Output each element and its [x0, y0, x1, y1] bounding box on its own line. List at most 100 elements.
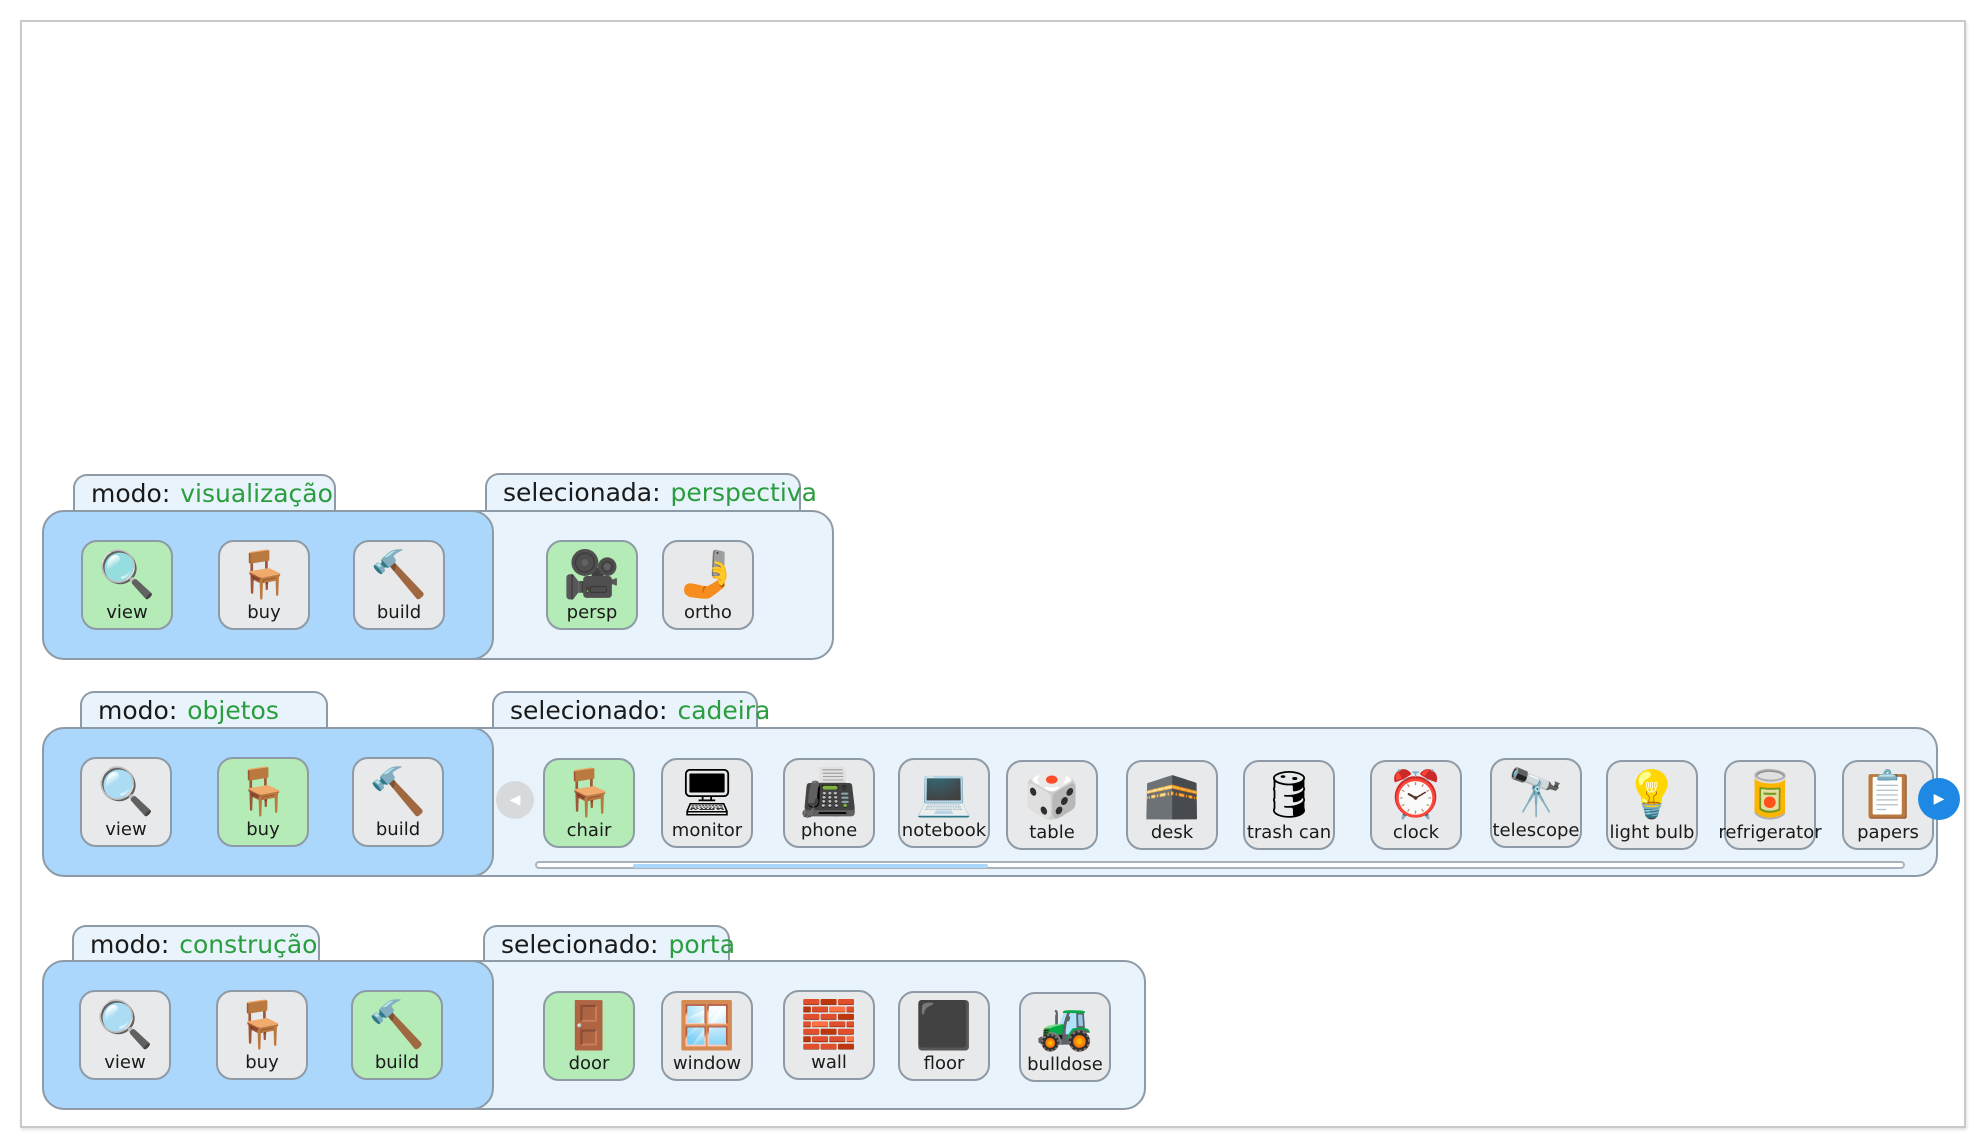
button-label: buy — [245, 1052, 279, 1073]
item-label: window — [672, 1053, 742, 1074]
scroll-right-button[interactable]: ▶ — [1918, 778, 1960, 820]
selfie-arm-icon: 🤳 — [679, 547, 737, 601]
button-label: ortho — [684, 602, 732, 623]
selected-prefix: selecionada: — [503, 478, 661, 507]
mode-value: objetos — [187, 696, 279, 725]
canvas-frame — [20, 20, 1966, 1128]
selected-value: perspectiva — [670, 478, 817, 507]
mode-label: modo:visualização — [73, 474, 336, 512]
dice-icon: 🎲 — [1023, 767, 1081, 821]
scrollbar-thumb[interactable] — [633, 864, 988, 868]
canned-food-icon: 🥫 — [1741, 767, 1799, 821]
item-desk[interactable]: 🕋 desk — [1126, 760, 1218, 850]
button-label: build — [375, 819, 421, 840]
hammer-icon: 🔨 — [369, 764, 427, 818]
item-telescope[interactable]: 🔭 telescope — [1490, 758, 1582, 848]
magnifier-icon: 🔍 — [98, 547, 156, 601]
build-mode-button[interactable]: 🔨 build — [352, 757, 444, 847]
item-label: clock — [1392, 822, 1440, 843]
brick-icon: 🧱 — [800, 997, 858, 1051]
item-label: monitor — [671, 820, 743, 841]
alarm-clock-icon: ⏰ — [1387, 767, 1445, 821]
buy-mode-button[interactable]: 🪑 buy — [216, 990, 308, 1080]
scroll-left-button[interactable]: ◀ — [496, 781, 534, 819]
door-icon: 🚪 — [560, 998, 618, 1052]
item-door[interactable]: 🚪 door — [543, 991, 635, 1081]
item-label: wall — [811, 1052, 847, 1073]
selected-label: selecionada: perspectiva — [485, 473, 817, 511]
selected-label: selecionado: cadeira — [492, 691, 770, 729]
item-label: notebook — [901, 820, 987, 841]
item-label: telescope — [1492, 820, 1580, 841]
item-notebook[interactable]: 💻 notebook — [898, 758, 990, 848]
tractor-icon: 🚜 — [1036, 999, 1094, 1053]
mode-label: modo: objetos — [80, 691, 328, 729]
item-monitor[interactable]: 🖥 monitor — [661, 758, 753, 848]
selected-prefix: selecionado: — [501, 930, 659, 959]
mode-prefix: modo: — [90, 930, 170, 959]
mode-prefix: modo: — [98, 696, 178, 725]
item-label: floor — [923, 1053, 965, 1074]
button-label: persp — [566, 602, 618, 623]
item-label: phone — [800, 820, 858, 841]
button-label: view — [105, 819, 147, 840]
movie-camera-icon: 🎥 — [563, 547, 621, 601]
selected-value: porta — [668, 930, 736, 959]
item-light-bulb[interactable]: 💡 light bulb — [1606, 760, 1698, 850]
item-label: door — [568, 1053, 610, 1074]
item-refrigerator[interactable]: 🥫 refrigerator — [1718, 760, 1822, 850]
light-bulb-icon: 💡 — [1623, 767, 1681, 821]
button-label: buy — [246, 819, 280, 840]
window-icon: 🪟 — [678, 998, 736, 1052]
item-label: light bulb — [1609, 822, 1695, 843]
selected-prefix: selecionado: — [510, 696, 668, 725]
item-floor[interactable]: ⬛ floor — [898, 991, 990, 1081]
item-table[interactable]: 🎲 table — [1006, 760, 1098, 850]
fax-phone-icon: 📠 — [800, 765, 858, 819]
item-label: chair — [566, 820, 612, 841]
build-mode-button[interactable]: 🔨 build — [353, 540, 445, 630]
kaaba-icon: 🕋 — [1143, 767, 1201, 821]
view-mode-button[interactable]: 🔍 view — [81, 540, 173, 630]
selected-value: cadeira — [677, 696, 771, 725]
item-label: papers — [1857, 822, 1919, 843]
chair-icon: 🪑 — [560, 765, 618, 819]
item-phone[interactable]: 📠 phone — [783, 758, 875, 848]
camera-options-panel — [470, 510, 834, 660]
oil-drum-icon: 🛢 — [1259, 767, 1319, 821]
laptop-icon: 💻 — [915, 765, 973, 819]
chair-icon: 🪑 — [235, 547, 293, 601]
mode-label: modo: construção — [72, 925, 320, 963]
hammer-icon: 🔨 — [368, 997, 426, 1051]
orthographic-button[interactable]: 🤳 ortho — [662, 540, 754, 630]
build-mode-button[interactable]: 🔨 build — [351, 990, 443, 1080]
item-window[interactable]: 🪟 window — [661, 991, 753, 1081]
button-label: buy — [247, 602, 281, 623]
chair-icon: 🪑 — [233, 997, 291, 1051]
button-label: view — [106, 602, 148, 623]
item-clock[interactable]: ⏰ clock — [1370, 760, 1462, 850]
item-label: trash can — [1246, 822, 1332, 843]
view-mode-button[interactable]: 🔍 view — [79, 990, 171, 1080]
mode-value: construção — [179, 930, 318, 959]
item-trash-can[interactable]: 🛢 trash can — [1243, 760, 1335, 850]
item-chair[interactable]: 🪑 chair — [543, 758, 635, 848]
item-wall[interactable]: 🧱 wall — [783, 990, 875, 1080]
item-papers[interactable]: 📋 papers — [1842, 760, 1934, 850]
button-label: build — [374, 1052, 420, 1073]
button-label: build — [376, 602, 422, 623]
perspective-button[interactable]: 🎥 persp — [546, 540, 638, 630]
button-label: view — [104, 1052, 146, 1073]
horizontal-scrollbar[interactable] — [535, 861, 1905, 869]
item-label: refrigerator — [1718, 822, 1822, 843]
item-bulldose[interactable]: 🚜 bulldose — [1019, 992, 1111, 1082]
buy-mode-button[interactable]: 🪑 buy — [217, 757, 309, 847]
telescope-icon: 🔭 — [1507, 765, 1565, 819]
hammer-icon: 🔨 — [370, 547, 428, 601]
black-square-icon: ⬛ — [915, 998, 973, 1052]
item-label: bulldose — [1027, 1054, 1103, 1075]
item-label: desk — [1150, 822, 1194, 843]
view-mode-button[interactable]: 🔍 view — [80, 757, 172, 847]
buy-mode-button[interactable]: 🪑 buy — [218, 540, 310, 630]
mode-value: visualização — [180, 479, 333, 508]
